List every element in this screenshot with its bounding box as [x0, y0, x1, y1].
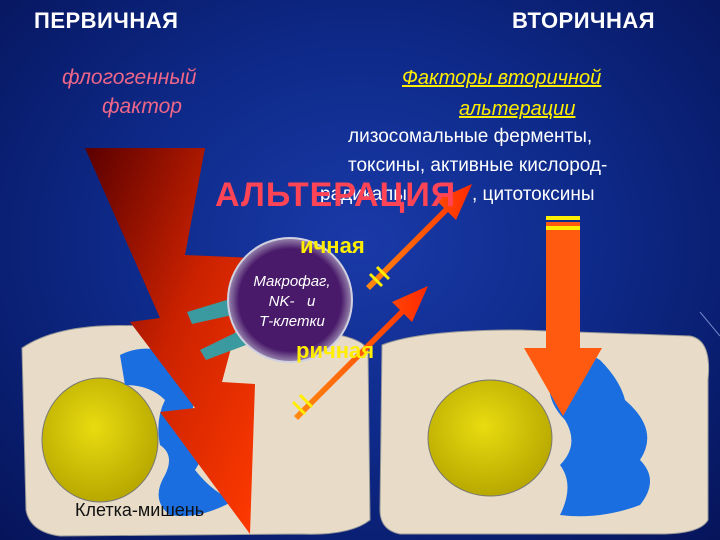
phlogogenic-line1: флогогенный: [62, 66, 197, 89]
macrophage-cell: [227, 237, 353, 363]
header-primary: ПЕРВИЧНАЯ: [34, 8, 179, 33]
arrow-lower: [291, 286, 428, 420]
nucleus-right: [427, 379, 553, 497]
target-cell-label: Клетка-мишень: [75, 500, 205, 520]
arrow-upper: [366, 184, 472, 290]
macrophage-line1: Макрофаг,: [253, 273, 331, 290]
factor-item2: токсины, активные кислород-: [348, 155, 608, 176]
edge-line: [699, 311, 720, 337]
phlogogenic-line2: фактор: [102, 95, 182, 118]
secondary-factors-title1: Факторы вторичной: [402, 67, 602, 89]
macrophage-line3: Т-клетки: [259, 313, 325, 330]
arrow-down: [524, 216, 602, 416]
secondary-factors-title2: альтерации: [459, 98, 576, 120]
macrophage-line2: NK- и: [268, 293, 316, 310]
header-secondary: ВТОРИЧНАЯ: [512, 8, 656, 33]
alteration-label: АЛЬТЕРАЦИЯ: [215, 176, 457, 214]
factor-item3b: , цитотоксины: [472, 184, 595, 205]
hidden-secondary-text: ричная: [296, 338, 375, 363]
hidden-primary-text: ичная: [300, 233, 365, 258]
factor-item1: лизосомальные ферменты,: [348, 126, 593, 147]
factor-item3a: радикалы: [320, 184, 407, 205]
macrophage-label: Макрофаг, NK- и Т-клетки: [236, 272, 348, 332]
nucleus-left: [41, 377, 159, 503]
lightning-bolt: [85, 148, 255, 534]
